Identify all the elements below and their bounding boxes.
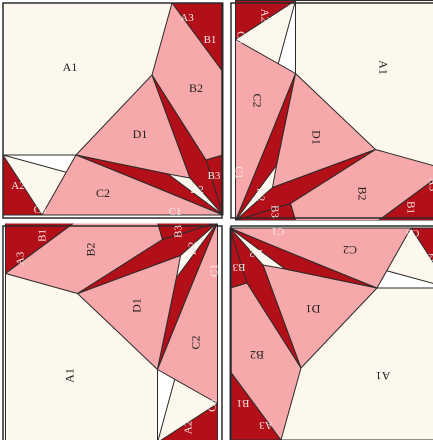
piece-label-c3: C3	[406, 227, 419, 239]
piece-label-b3: B3	[232, 261, 245, 273]
quadrant-border	[2, 225, 223, 440]
piece-label-c2: C2	[251, 93, 265, 107]
piece-label-a3: A3	[259, 419, 273, 431]
piece-label-a1: A1	[63, 368, 77, 383]
piece-label-a3: A3	[427, 178, 433, 192]
piece-label-a2: A2	[428, 251, 433, 263]
piece-label-c3: C3	[207, 399, 219, 412]
quadrant-border	[230, 225, 433, 440]
piece-label-b1: B1	[204, 34, 217, 46]
piece-label-a2: A2	[11, 180, 24, 192]
piece-label-d2: D2	[249, 247, 262, 259]
piece-c2	[41, 154, 224, 216]
piece-label-b2: B2	[250, 348, 264, 362]
piece-label-c2: C2	[96, 186, 110, 200]
piece-label-d1: D1	[306, 302, 321, 316]
piece-label-c1: C1	[209, 264, 221, 277]
piece-label-c2: C2	[189, 335, 203, 349]
piece-label-b1: B1	[237, 397, 250, 409]
piece-label-a3: A3	[15, 251, 27, 265]
piece-label-d2: D2	[255, 188, 267, 201]
piece-label-b2: B2	[84, 242, 98, 256]
piece-label-b1: B1	[37, 229, 49, 242]
piece-label-b3: B3	[269, 205, 281, 218]
piece-label-b3: B3	[208, 170, 221, 182]
piece-label-c1: C1	[169, 206, 182, 218]
piece-label-c1: C1	[272, 225, 285, 237]
piece-label-a2: A2	[183, 421, 195, 434]
piece-label-b3: B3	[173, 225, 185, 238]
piece-label-c3: C3	[235, 31, 247, 44]
piece-label-a3: A3	[180, 12, 194, 24]
piece-label-d1: D1	[310, 130, 324, 145]
piece-label-c1: C1	[233, 166, 245, 179]
piece-label-c3: C3	[34, 204, 47, 216]
piece-c3	[235, 0, 296, 40]
piece-label-a1: A1	[377, 60, 391, 75]
piece-label-a2: A2	[259, 9, 271, 22]
piece-label-d2: D2	[187, 242, 199, 255]
quadrant-border	[230, 2, 433, 219]
piece-c3	[160, 403, 218, 440]
piece-c3	[410, 227, 433, 263]
piece-label-b2: B2	[356, 186, 370, 200]
piece-label-d2: D2	[190, 184, 203, 196]
piece-label-b2: B2	[189, 81, 203, 95]
piece-label-b1: B1	[405, 201, 417, 214]
piece-c2	[229, 227, 412, 289]
piece-label-a1: A1	[63, 60, 78, 74]
piece-label-a1: A1	[376, 369, 391, 383]
piece-label-d1: D1	[133, 127, 148, 141]
quadrant-border	[2, 2, 223, 219]
piece-label-c2: C2	[343, 243, 357, 257]
piece-label-d1: D1	[130, 298, 144, 313]
